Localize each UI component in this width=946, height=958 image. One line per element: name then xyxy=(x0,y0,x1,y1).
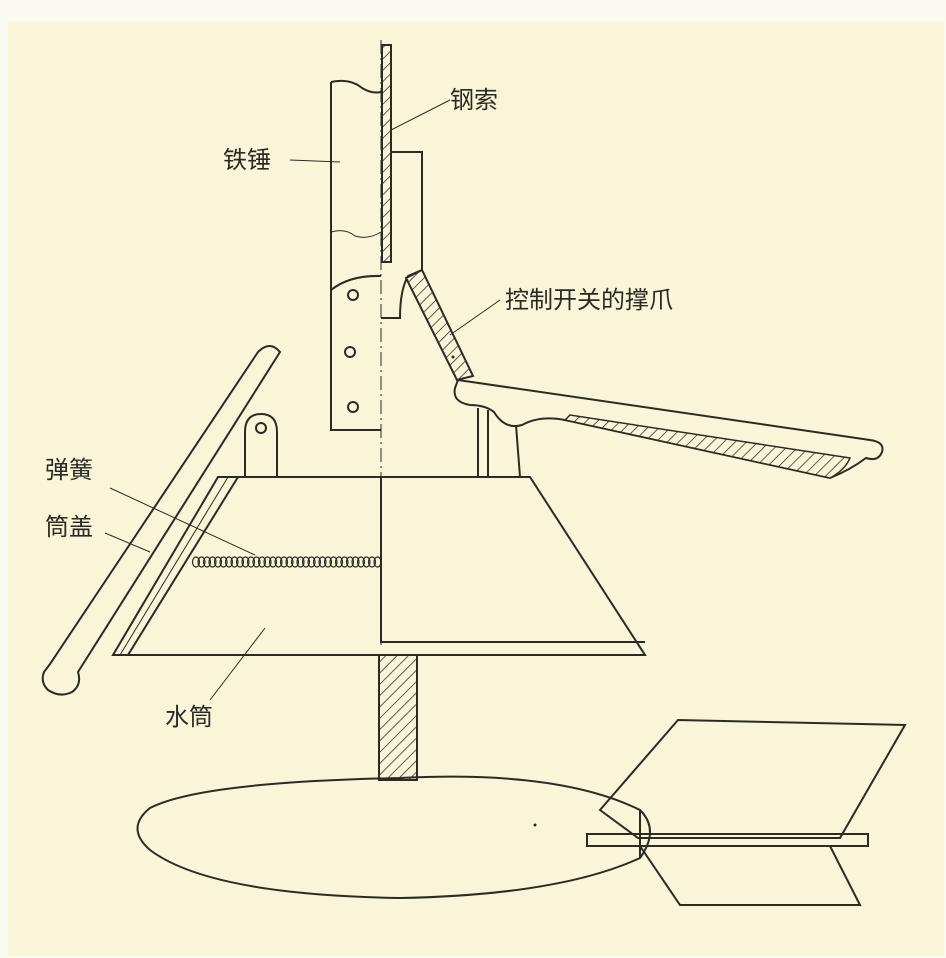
label-claw: 控制开关的撑爪 xyxy=(505,286,673,314)
spring-coil xyxy=(268,556,278,568)
spring-coil xyxy=(367,556,377,568)
label-hammer: 铁锤 xyxy=(223,146,271,174)
float-body xyxy=(136,775,641,900)
spring-coil xyxy=(334,556,344,568)
paper-background xyxy=(8,22,944,956)
lid-rod xyxy=(41,345,282,696)
spring-coil xyxy=(301,556,311,568)
spring-coil xyxy=(279,556,289,568)
shaft xyxy=(378,654,418,781)
label-spring: 弹簧 xyxy=(45,456,93,484)
spring-coil xyxy=(345,556,355,568)
spring-coil xyxy=(235,556,245,568)
spring-coil xyxy=(219,556,228,568)
spring-coil xyxy=(290,556,300,568)
control-claw xyxy=(404,268,475,382)
spring-coil xyxy=(318,556,327,568)
water-cylinder xyxy=(111,476,647,656)
spring-coil xyxy=(307,556,316,568)
spring-coil xyxy=(197,556,206,568)
label-lid: 筒盖 xyxy=(45,513,93,541)
lever-arm xyxy=(453,378,884,480)
hinge xyxy=(244,412,278,477)
spring-coil xyxy=(296,556,305,568)
spring-coil xyxy=(329,556,338,568)
spring-coil xyxy=(252,556,261,568)
spring-coil xyxy=(213,556,223,568)
spring-coil xyxy=(274,556,283,568)
spring-coil xyxy=(230,556,239,568)
leader-lines xyxy=(104,99,501,701)
spring-coil xyxy=(323,556,333,568)
spring-coil xyxy=(241,556,250,568)
lever-supports xyxy=(477,408,521,478)
spring-coil xyxy=(224,556,234,568)
iron-hammer xyxy=(330,79,382,431)
spring-coil xyxy=(246,556,256,568)
steel-cable xyxy=(381,44,392,263)
label-cable: 钢索 xyxy=(450,86,498,114)
spring-coil xyxy=(340,556,349,568)
label-cylinder: 水筒 xyxy=(165,703,213,731)
spring-coil xyxy=(285,556,294,568)
spring-coil xyxy=(373,556,382,568)
spring-coil xyxy=(257,556,267,568)
spring xyxy=(191,556,382,568)
spring-coil xyxy=(356,556,366,568)
spring-coil xyxy=(208,556,217,568)
tail-rod xyxy=(586,833,869,847)
spring-coil xyxy=(202,556,212,568)
spring-coil xyxy=(351,556,360,568)
spring-coil xyxy=(191,556,201,568)
spring-coil xyxy=(362,556,371,568)
spring-coil xyxy=(263,556,272,568)
spring-coil xyxy=(312,556,322,568)
